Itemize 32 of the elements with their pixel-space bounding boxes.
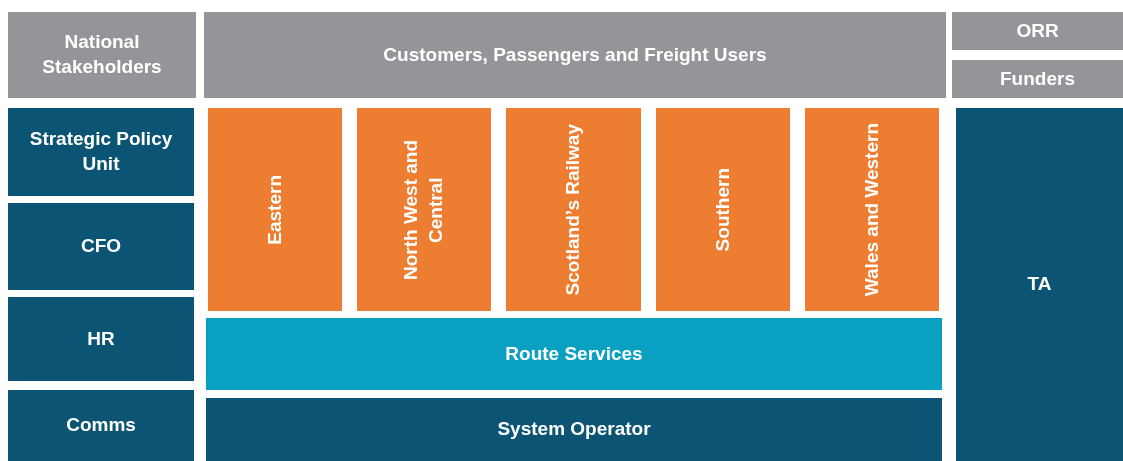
service-band [206,398,942,461]
box-label: Customers, Passengers and Freight Users [383,42,767,67]
function-box [8,390,194,461]
box-label: National Stakeholders [41,30,163,79]
box-label: Southern [710,167,734,252]
box-label: Comms [66,413,136,438]
box-label: Strategic Policy Unit [28,127,174,176]
box-label: ORR [1016,18,1059,43]
box-label: TA [1027,272,1052,297]
header-box [952,60,1123,98]
box-label: System Operator [497,417,651,442]
function-box [8,297,194,381]
box-label: North West and Central [399,138,447,282]
region-box [656,108,790,311]
region-box [805,108,939,311]
region-box [208,108,342,311]
header-box [952,12,1123,50]
box-label: CFO [80,234,122,259]
header-box [8,12,196,98]
region-box [357,108,491,311]
region-box [506,108,641,311]
function-box [8,108,194,196]
box-label: Wales and Western [859,122,883,297]
box-label: Funders [1000,66,1075,91]
box-label: HR [87,326,115,351]
box-label: Eastern [262,174,286,245]
box-label: Route Services [505,341,643,366]
service-band [206,318,942,390]
header-box [204,12,946,98]
box-label: Scotland’s Railway [561,123,585,296]
function-box [8,203,194,290]
function-box [956,108,1123,461]
